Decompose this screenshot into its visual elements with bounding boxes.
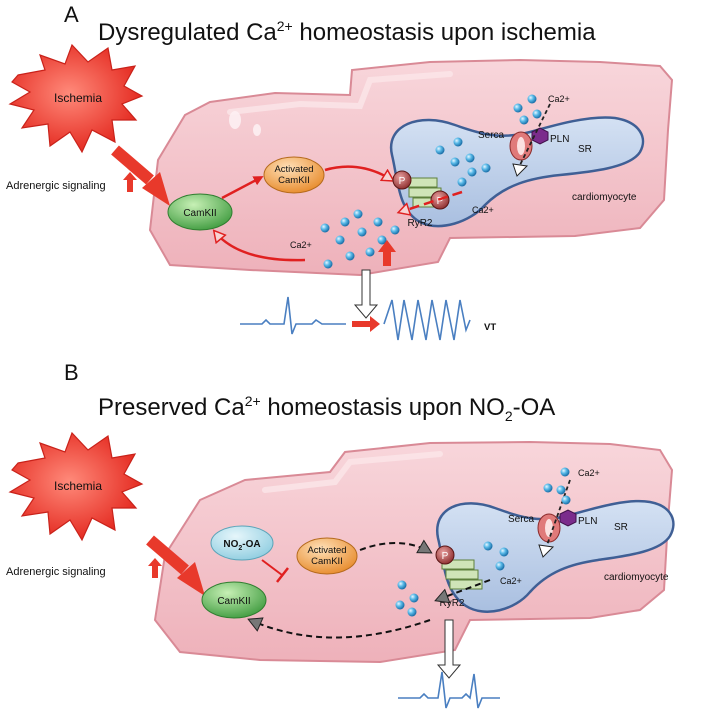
panel-a-serca-uptake-arrow	[519, 103, 551, 166]
panel-b-serca-arrow-head	[538, 544, 555, 558]
panel-b-pln-hexagon	[559, 509, 577, 527]
panel-a-top-calcium	[513, 94, 542, 125]
panel-b-cyto-calcium	[395, 580, 419, 617]
panel-b-adrenergic-label: Adrenergic signaling	[6, 566, 106, 578]
panel-b-serca-uptake-arrow	[545, 479, 571, 549]
panel-b-title: Preserved Ca2+ homeostasis upon NO2-OA	[98, 393, 555, 424]
panel-b-cell-body	[153, 440, 674, 664]
panel-a-activation-arrow	[221, 176, 264, 200]
panel-b-ischemia-label: Ischemia	[54, 479, 102, 493]
panel-a-phospho-arrow	[324, 165, 392, 180]
panel-a-ryr2-label: RyR2	[407, 218, 432, 229]
panel-b-serca-pump	[537, 513, 561, 543]
panel-b-ischemia-arrow-head	[177, 562, 205, 596]
panel-b-title-middle: homeostasis upon NO	[260, 394, 505, 421]
panel-b-activated-label1: Activated	[307, 545, 346, 556]
panel-a-serca-label: Serca	[478, 130, 505, 141]
panel-a-camkii-label: CamKII	[183, 208, 216, 219]
panel-a-letter: A	[64, 2, 79, 27]
panel-a-ecg-arrow	[352, 316, 380, 332]
panel-b-pln-label: PLN	[578, 516, 597, 527]
panel-a-serca-arrow-head	[512, 163, 529, 177]
panel-a-vt-label: VT	[484, 322, 496, 333]
panel-a-cardiomyocyte-label: cardiomyocyte	[572, 192, 637, 203]
panel-a-ischemia-arrow-head	[142, 172, 170, 206]
panel-a-adrenergic-label: Adrenergic signaling	[6, 180, 106, 192]
panel-b-title-sup: 2+	[244, 393, 261, 409]
panel-a-ca-top-label: Ca2+	[548, 94, 570, 104]
panel-a-serca-pump	[509, 131, 533, 161]
panel-a-down-arrow	[353, 269, 379, 319]
panel-b-ischemia-star	[8, 431, 144, 542]
panel-a-title: Dysregulated Ca2+ homeostasis upon ische…	[98, 18, 596, 47]
panel-b-ca-sr-label: Ca2+	[500, 576, 522, 586]
panel-b-inhibition-bar	[276, 567, 289, 583]
panel-a-pln-label: PLN	[550, 134, 569, 145]
panel-a-ecg-vt	[383, 299, 471, 341]
panel-b-no2oa-label: NO2-OA	[223, 539, 260, 552]
panel-a: Ischemia Adrenergic signaling CamKII Act…	[6, 43, 674, 341]
panel-b-ischemia-arrow-shaft	[146, 535, 189, 575]
panel-a-ecg-normal	[240, 296, 346, 335]
panel-a-sr-calcium	[435, 137, 491, 187]
panel-b-cell-highlight	[262, 451, 443, 493]
panel-a-p1-label: P	[399, 176, 406, 187]
panel-b-camkii-label: CamKII	[217, 596, 250, 607]
panel-a-cell-highlight	[227, 71, 453, 115]
panel-b-ecg-normal	[398, 671, 500, 709]
panel-a-activated-camkii	[263, 156, 325, 194]
panel-a-leak-arrow	[400, 190, 463, 212]
panel-b-sr	[436, 499, 675, 613]
panel-b-adrenergic-up-arrow	[148, 558, 162, 578]
panel-a-ischemia-star	[8, 43, 144, 154]
panel-a-camkii	[167, 193, 233, 231]
panel-b-ca-top-label: Ca2+	[578, 468, 600, 478]
panel-b-ryr2-label: RyR2	[439, 598, 464, 609]
panel-b-sr-label: SR	[614, 522, 628, 533]
panel-b-activated-camkii	[296, 537, 358, 575]
panel-b-activated-label2: CamKII	[311, 556, 343, 567]
panel-b-title-prefix: Preserved Ca	[98, 394, 245, 421]
panel-a-title-suffix: homeostasis upon ischemia	[292, 19, 596, 46]
panel-b-letter: B	[64, 360, 79, 385]
panel-b-camkii	[201, 581, 267, 619]
panel-a-ca-sr-label: Ca2+	[472, 205, 494, 215]
panel-a-activated-label1: Activated	[274, 164, 313, 175]
panel-b-top-calcium	[543, 467, 571, 505]
panel-a-ischemia-arrow-shaft	[111, 145, 154, 185]
panel-a-ca-cyto-label: Ca2+	[290, 240, 312, 250]
panel-b-p1-label: P	[442, 551, 449, 562]
panel-a-p2-label: P	[437, 196, 444, 207]
panel-b-no2oa	[210, 525, 274, 561]
panel-b-cardiomyocyte-label: cardiomyocyte	[604, 572, 669, 583]
panel-b-inhibition-line	[261, 559, 283, 576]
panel-a-activated-label2: CamKII	[278, 175, 310, 186]
panel-a-ca-increase-arrow	[378, 240, 396, 266]
panel-a-ischemia-label: Ischemia	[54, 91, 102, 105]
panel-b-sr-calcium	[483, 541, 509, 571]
panel-b-down-arrow	[436, 619, 462, 679]
panel-b: Ischemia Adrenergic signaling NO2-OA Cam…	[6, 431, 675, 709]
panel-b-feedback-arrow	[247, 617, 431, 639]
panel-a-title-sup: 2+	[276, 18, 293, 34]
panel-b-title-suffix: -OA	[512, 394, 556, 421]
panel-b-title-sub: 2	[504, 407, 513, 424]
panel-b-p1-circle	[435, 545, 455, 565]
panel-a-feedback-arrow	[215, 232, 306, 262]
panel-a-adrenergic-up-arrow	[123, 172, 137, 192]
panel-a-sr-label: SR	[578, 144, 592, 155]
panel-b-serca-label: Serca	[508, 514, 535, 525]
panel-a-cyto-calcium	[320, 209, 400, 269]
panel-a-p1-circle	[392, 170, 412, 190]
panel-a-title-prefix: Dysregulated Ca	[98, 19, 277, 46]
